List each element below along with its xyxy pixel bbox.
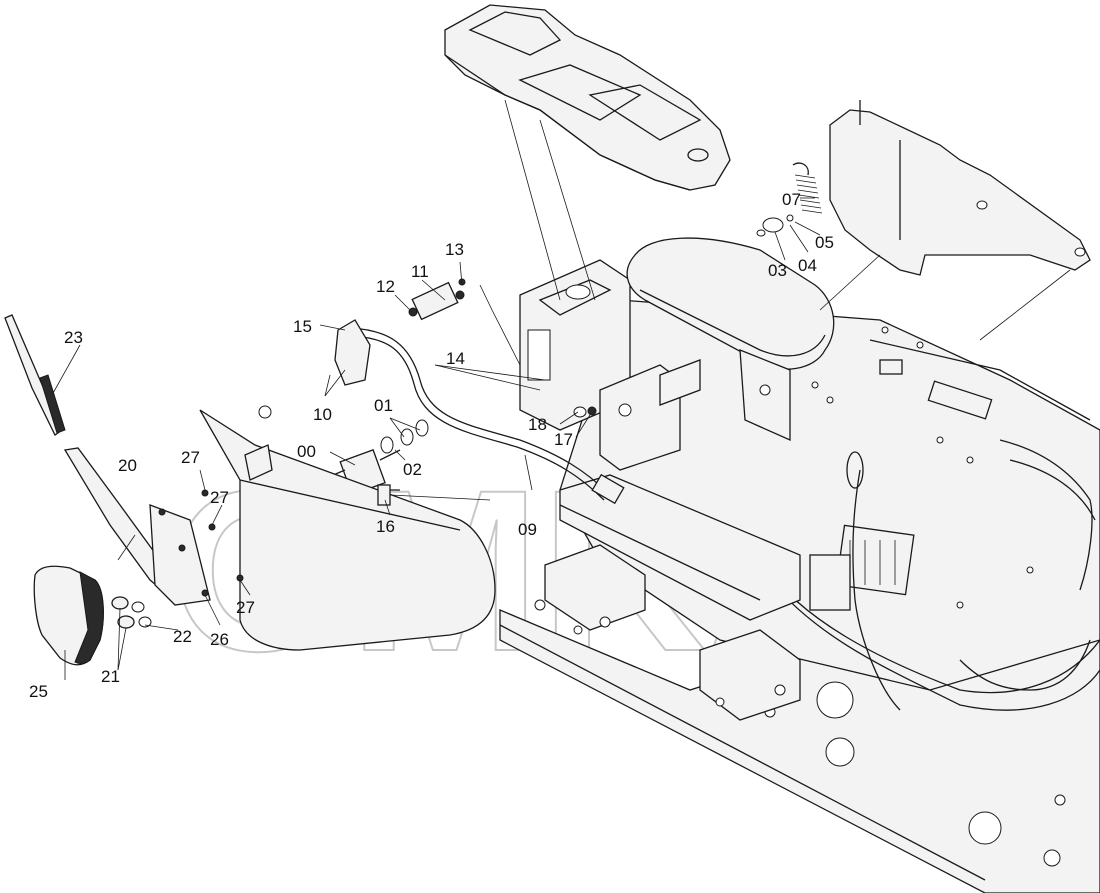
part-label-17: 17 xyxy=(554,430,573,449)
part-label-05: 05 xyxy=(815,233,834,252)
part-label-11: 11 xyxy=(411,262,429,281)
part-label-23: 23 xyxy=(64,328,83,347)
part-label-12: 12 xyxy=(376,277,395,296)
part-label-21: 21 xyxy=(101,667,120,686)
console-base-rail xyxy=(559,474,801,621)
fasteners xyxy=(111,484,391,629)
part-label-26: 26 xyxy=(210,630,229,649)
part-label-00: 00 xyxy=(297,442,316,461)
grip-handle xyxy=(4,314,66,436)
part-label-22: 22 xyxy=(173,627,192,646)
control-cable xyxy=(349,327,625,505)
part-label-27-middle: 27 xyxy=(210,488,229,507)
part-label-27-bottom: 27 xyxy=(236,598,255,617)
part-label-14: 14 xyxy=(446,349,465,368)
part-labels: 00 01 02 03 04 05 07 09 10 11 12 13 14 1… xyxy=(29,190,834,701)
armrest xyxy=(626,237,835,442)
part-label-16: 16 xyxy=(376,517,395,536)
tension-spring xyxy=(756,162,823,237)
part-label-25: 25 xyxy=(29,682,48,701)
leader-lines xyxy=(51,99,1071,680)
part-label-10: 10 xyxy=(313,405,332,424)
side-cover xyxy=(829,100,1091,276)
pedal-pad xyxy=(33,565,104,666)
part-label-02: 02 xyxy=(403,460,422,479)
lever-guard-cover xyxy=(199,405,496,651)
part-label-03: 03 xyxy=(768,261,787,280)
part-label-09: 09 xyxy=(518,520,537,539)
support-brackets xyxy=(534,544,801,721)
part-label-20: 20 xyxy=(118,456,137,475)
part-label-13: 13 xyxy=(445,240,464,259)
upper-console-housing xyxy=(444,4,731,191)
part-label-01: 01 xyxy=(374,396,393,415)
part-label-04: 04 xyxy=(798,256,817,275)
part-label-07: 07 xyxy=(782,190,801,209)
part-label-18: 18 xyxy=(528,415,547,434)
seat-support-bracket xyxy=(519,259,701,471)
part-label-15: 15 xyxy=(293,317,312,336)
lever-arm xyxy=(63,447,211,606)
part-label-27-top: 27 xyxy=(181,448,200,467)
